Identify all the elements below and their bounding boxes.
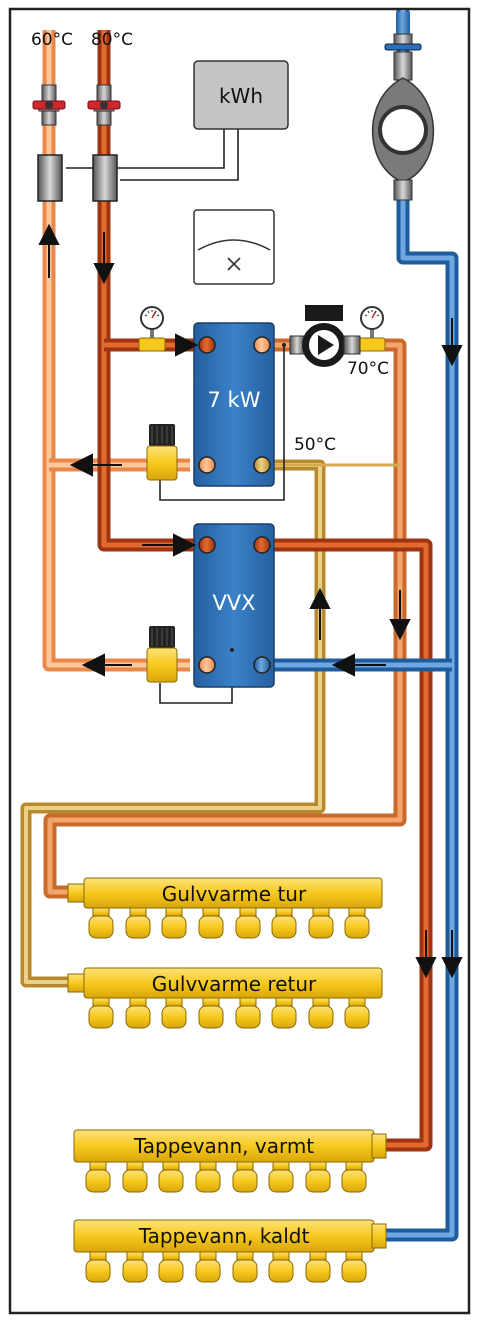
- temp-label-80: 80°C: [91, 30, 133, 50]
- cold-water-meter: [371, 12, 435, 201]
- circulation-pump: [289, 305, 361, 367]
- manifold-floor-return: Gulvvarme retur: [67, 967, 383, 1029]
- manifold-floor-supply-label: Gulvvarme tur: [162, 882, 307, 906]
- temp-label-70: 70°C: [347, 359, 389, 379]
- arrow-down-icon: [389, 590, 411, 641]
- pressure-gauge-left: [138, 306, 166, 352]
- exchanger-ports: [198, 336, 286, 674]
- valve-60[interactable]: [32, 84, 66, 126]
- mixing-valve-bottom[interactable]: [146, 626, 178, 683]
- cold-valve-handle[interactable]: [384, 43, 422, 51]
- arrow-right-icon: [175, 333, 199, 357]
- valve-80[interactable]: [87, 84, 121, 126]
- manifold-tap-cold: Tappevann, kaldt: [73, 1219, 387, 1283]
- manifold-tap-hot: Tappevann, varmt: [73, 1129, 387, 1193]
- temp-label-50: 50°C: [294, 435, 336, 455]
- arrow-right-icon: [142, 533, 197, 557]
- flow-sensor-60: [37, 154, 63, 202]
- manifold-tap-cold-label: Tappevann, kaldt: [138, 1224, 310, 1248]
- heat-exchanger-7kw: 7 kW: [193, 322, 275, 487]
- mixing-valve-top[interactable]: [146, 424, 178, 481]
- arrow-left-icon: [331, 653, 386, 677]
- energy-meter: kWh: [193, 60, 289, 130]
- arrow-up-icon: [309, 587, 331, 640]
- pressure-gauge-right: [358, 306, 386, 352]
- manifold-floor-return-label: Gulvvarme retur: [152, 972, 317, 996]
- flow-arrows: [38, 223, 463, 979]
- manifold-outlets: [88, 907, 370, 939]
- arrow-up-icon: [38, 223, 60, 278]
- manifold-outlets: [85, 1251, 367, 1283]
- arrow-left-icon: [69, 453, 122, 477]
- arrow-down-icon: [93, 232, 115, 285]
- analog-meter: [193, 209, 275, 285]
- manifold-outlets: [85, 1161, 367, 1193]
- pump-arrow-icon: [318, 335, 334, 355]
- heat-exchanger-vvx: VVX: [193, 523, 275, 688]
- flow-sensor-80: [92, 154, 118, 202]
- manifold-tap-hot-label: Tappevann, varmt: [133, 1134, 314, 1158]
- exchanger-7kw-label: 7 kW: [208, 388, 261, 412]
- arrow-left-icon: [81, 653, 132, 677]
- manifold-floor-supply: Gulvvarme tur: [67, 877, 383, 939]
- manifold-outlets: [88, 997, 370, 1029]
- exchanger-vvx-label: VVX: [212, 591, 255, 615]
- arrow-down-icon: [415, 930, 437, 979]
- arrow-down-icon: [441, 318, 463, 367]
- temp-label-60: 60°C: [31, 30, 73, 50]
- arrow-down-icon: [441, 930, 463, 979]
- energy-meter-label: kWh: [219, 84, 263, 108]
